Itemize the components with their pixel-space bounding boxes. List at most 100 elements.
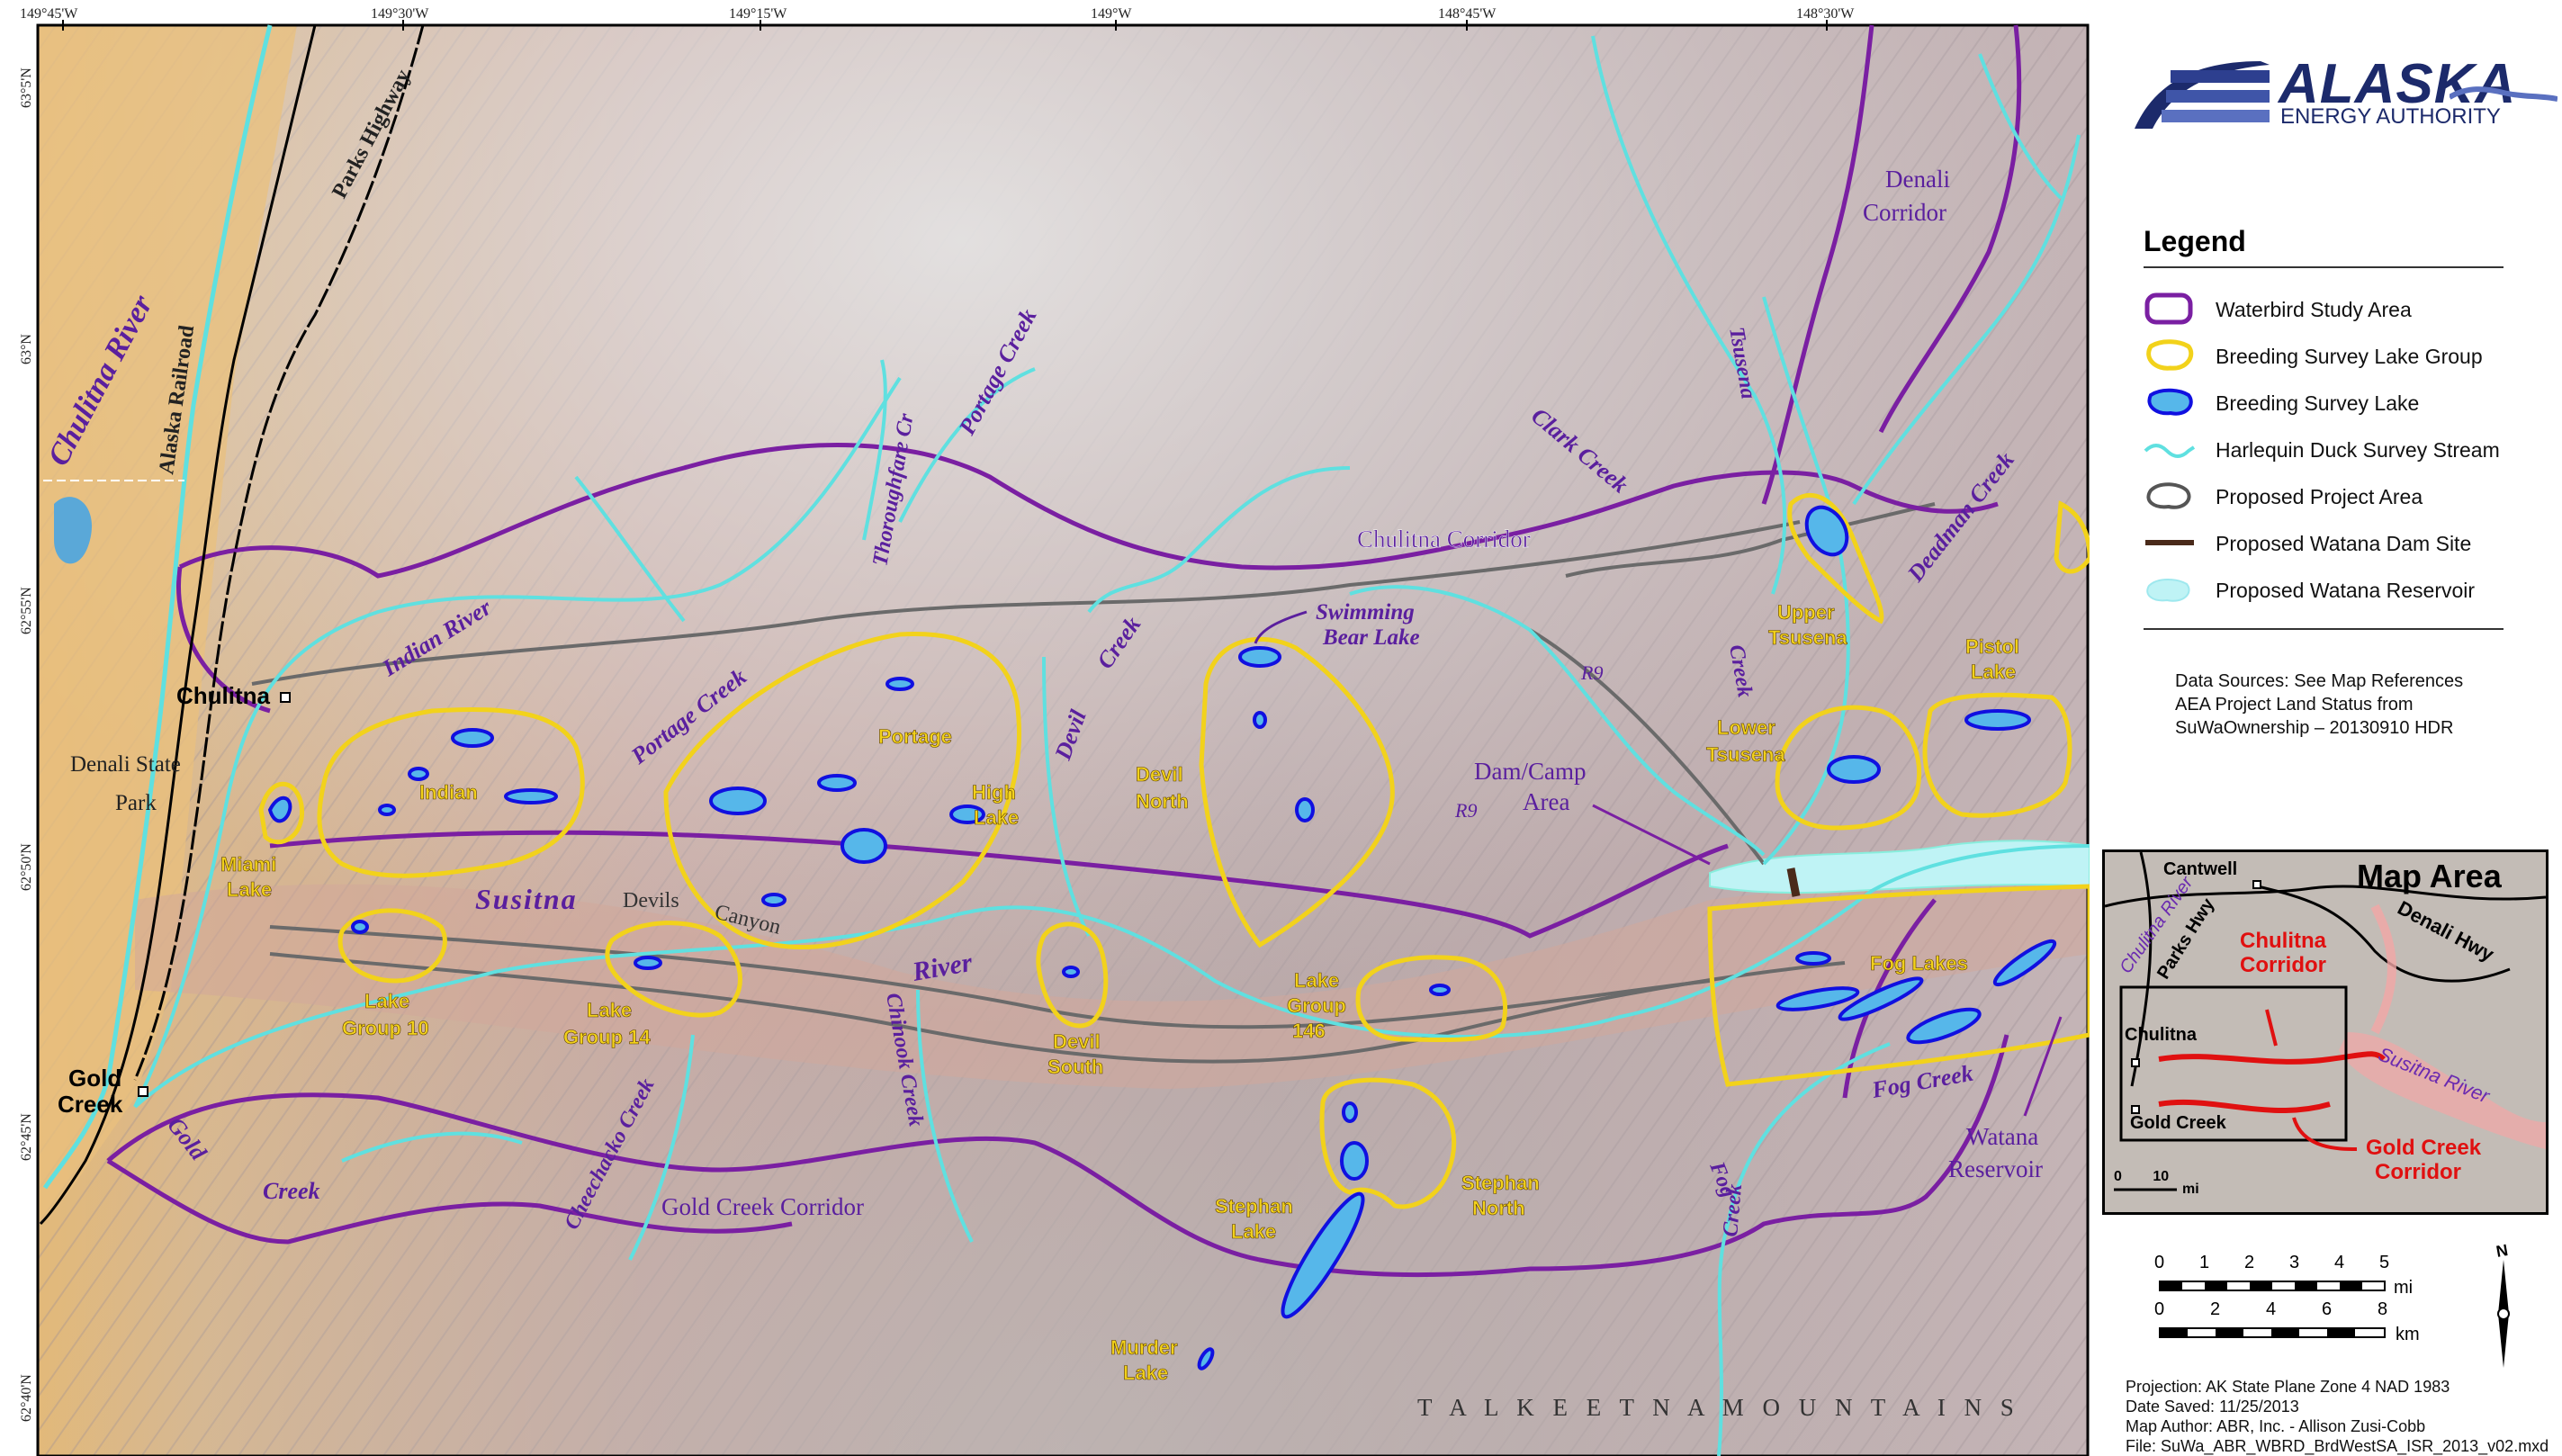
devil-south-label-1: Devil	[1053, 1030, 1101, 1053]
breeding-survey-lakes[interactable]	[267, 500, 2059, 1371]
watana-reservoir-label-1: Watana	[1966, 1123, 2038, 1150]
lake-lower-tsusena	[1827, 755, 1881, 784]
lon-tick-label: 149°45'W	[20, 6, 78, 22]
swimming-bear-lake-label-2: Bear Lake	[1322, 625, 1420, 650]
watana-dam-site[interactable]	[1786, 867, 1801, 897]
lake-fog-d	[1992, 939, 2057, 987]
portage-lake-group-label: Portage	[878, 725, 952, 748]
lat-tick-label: 63°N	[19, 334, 34, 364]
lake-group-146-label-2: Group	[1287, 994, 1346, 1017]
lake-lg10	[351, 920, 369, 934]
inset-map[interactable]: Map Area Cantwell Chulitna River Parks H…	[2102, 849, 2549, 1215]
scale-mi-tick: 3	[2289, 1253, 2300, 1272]
r9-label: R9	[1454, 799, 1477, 822]
legend-item-stream[interactable]: Harlequin Duck Survey Stream	[2144, 431, 2540, 467]
sources-line: Data Sources: See Map References	[2175, 671, 2464, 691]
lake-portage-c	[817, 774, 857, 792]
lake-fog-c	[1906, 1007, 1982, 1045]
sources-line: SuWaOwnership – 20130910 HDR	[2175, 718, 2454, 738]
legend-label: Breeding Survey Lake	[2216, 391, 2420, 415]
scale-km-tick: 4	[2266, 1299, 2277, 1319]
cyan-wave-icon	[2144, 444, 2196, 458]
denali-corridor-label-2: Corridor	[1863, 199, 1946, 226]
legend-item-dam-site[interactable]: Proposed Watana Dam Site	[2144, 525, 2540, 561]
lake-group-14	[605, 921, 742, 1018]
scale-km-tick: 6	[2322, 1299, 2333, 1319]
lake-group-indian	[317, 706, 585, 878]
chulitna-town-marker[interactable]	[280, 692, 291, 703]
susitna-valley-lowland	[135, 855, 2090, 1089]
lake-fog-b	[1838, 976, 1924, 1021]
scale-mi-unit: mi	[2394, 1278, 2414, 1298]
lat-tick-label: 62°40'N	[19, 1374, 34, 1422]
gold-creek-label-2: Creek	[263, 1178, 320, 1204]
devil-north-label-1: Devil	[1136, 763, 1183, 786]
scale-mi-tick: 0	[2154, 1253, 2165, 1272]
map-canvas[interactable]: 149°45'W 149°30'W 149°15'W 149°W 148°45'…	[0, 0, 2090, 1456]
dam-camp-label-2: Area	[1523, 788, 1569, 815]
lake-group-10-label-2: Group 10	[342, 1017, 429, 1039]
lake-group-146-label-1: Lake	[1294, 969, 1339, 992]
denali-state-park-label-2: Park	[115, 791, 157, 815]
map-frame: 149°45'W 149°30'W 149°15'W 149°W 148°45'…	[0, 0, 2090, 1456]
gold-creek-town-label-2: Creek	[58, 1091, 123, 1118]
inset-chulitna-corridor-label-2: Corridor	[2240, 953, 2326, 977]
lake-fog-e	[1795, 951, 1831, 966]
scale-km-tick: 8	[2378, 1299, 2388, 1319]
parks-highway-line	[133, 24, 425, 1081]
swimming-bear-pointer	[1254, 610, 1308, 644]
scale-bar-graphic	[2159, 1281, 2386, 1338]
dam-pointer-arrow	[1592, 804, 1711, 866]
lake-group-10-label-1: Lake	[364, 990, 409, 1012]
logo-title: ALASKA	[2279, 53, 2517, 115]
gold-creek-town-marker[interactable]	[138, 1086, 148, 1097]
susitna-river-label: Susitna	[475, 883, 578, 915]
stephan-north-label-1: Stephan	[1461, 1172, 1540, 1194]
legend-item-lake[interactable]: Breeding Survey Lake	[2144, 384, 2540, 420]
swimming-bear-lake-label-1: Swimming	[1316, 600, 1415, 625]
scale-bar: 0 1 2 3 4 5 mi 0 2 4 6 8 km	[2153, 1251, 2441, 1359]
reservoir-pointer-arrow	[2023, 1016, 2063, 1117]
legend-item-study-area[interactable]: Waterbird Study Area	[2144, 291, 2540, 327]
stephan-lake-label-2: Lake	[1231, 1220, 1276, 1243]
gray-outline-icon	[2146, 482, 2191, 509]
inset-gold-creek-corridor-label-1: Gold Creek	[2366, 1136, 2482, 1160]
lon-tick-label: 148°30'W	[1796, 6, 1855, 22]
lake-swimming-bear	[1238, 646, 1281, 668]
scale-km-tick: 2	[2210, 1299, 2221, 1319]
lake-water-west	[54, 497, 92, 564]
inset-title: Map Area	[2357, 858, 2502, 894]
lake-stephan-north-a	[1340, 1141, 1369, 1181]
lake-group-10	[337, 908, 447, 984]
legend-item-lake-group[interactable]: Breeding Survey Lake Group	[2144, 337, 2540, 373]
lake-group-pistol	[1922, 692, 2072, 818]
lake-group-lower-tsusena	[1775, 705, 1922, 831]
scale-mi-tick: 5	[2379, 1253, 2390, 1272]
lon-tick-label: 148°45'W	[1438, 6, 1497, 22]
lake-group-146	[1355, 955, 1508, 1043]
map-metadata: Projection: AK State Plane Zone 4 NAD 19…	[2126, 1377, 2549, 1456]
footer-date: Date Saved: 11/25/2013	[2126, 1398, 2299, 1416]
lower-tsusena-label-2: Tsusena	[1706, 743, 1785, 766]
lake-portage-d	[949, 804, 985, 824]
legend-label: Breeding Survey Lake Group	[2216, 345, 2483, 368]
lake-indian-a	[451, 728, 494, 748]
proposed-project-area[interactable]	[251, 502, 1936, 1064]
stephan-north-label-2: North	[1472, 1197, 1525, 1219]
lake-indian-b	[504, 788, 558, 804]
light-cyan-fill-icon	[2146, 579, 2190, 602]
harlequin-duck-survey-streams[interactable]	[133, 35, 2090, 1456]
lake-indian-c	[408, 767, 429, 781]
legend-item-reservoir[interactable]: Proposed Watana Reservoir	[2144, 571, 2540, 607]
lake-portage-b	[841, 828, 887, 864]
chulitna-river	[42, 24, 273, 1190]
aea-logo: ALASKA ENERGY AUTHORITY	[2126, 52, 2558, 133]
north-arrow-icon: N	[2486, 1241, 2522, 1368]
legend-divider	[2144, 628, 2504, 630]
legend-divider	[2144, 266, 2504, 268]
legend-item-project-area[interactable]: Proposed Project Area	[2144, 478, 2540, 514]
fog-creek-label-3: Creek	[1719, 1183, 1747, 1238]
gold-creek-corridor-label: Gold Creek Corridor	[661, 1193, 864, 1220]
devils-canyon-label-1: Devils	[623, 889, 679, 912]
breeding-survey-lake-groups[interactable]	[258, 493, 2090, 1209]
